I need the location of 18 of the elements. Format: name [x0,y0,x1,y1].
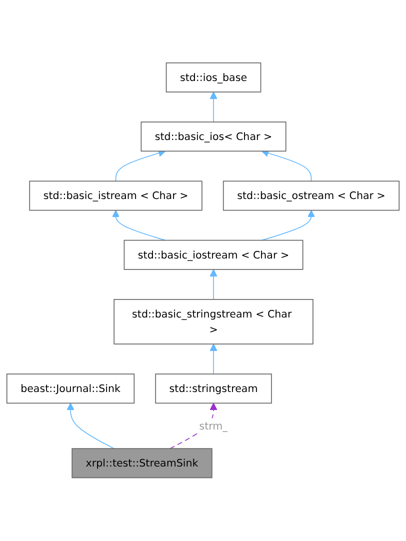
arrow [210,269,218,300]
node-box: std::ios_base [166,62,262,93]
arrow [210,92,218,123]
node-box: std::stringstream [155,374,272,404]
arrow [261,150,312,182]
node-box: std::basic_ios< Char > [140,122,286,152]
arrow [210,344,218,375]
arrow [66,403,114,450]
arrow [112,210,166,241]
node-box: xrpl::test::StreamSink [72,448,212,478]
node-box: std::basic_stringstream < Char > [114,299,314,345]
edge-label: strm_ [199,420,228,432]
node-box: std::basic_ostream < Char > [222,180,400,211]
node-box: std::basic_istream < Char > [29,180,202,211]
arrow [115,150,166,182]
arrow [261,210,316,241]
node-box: std::basic_iostream < Char > [124,240,304,270]
node-box: beast::Journal::Sink [6,374,135,404]
